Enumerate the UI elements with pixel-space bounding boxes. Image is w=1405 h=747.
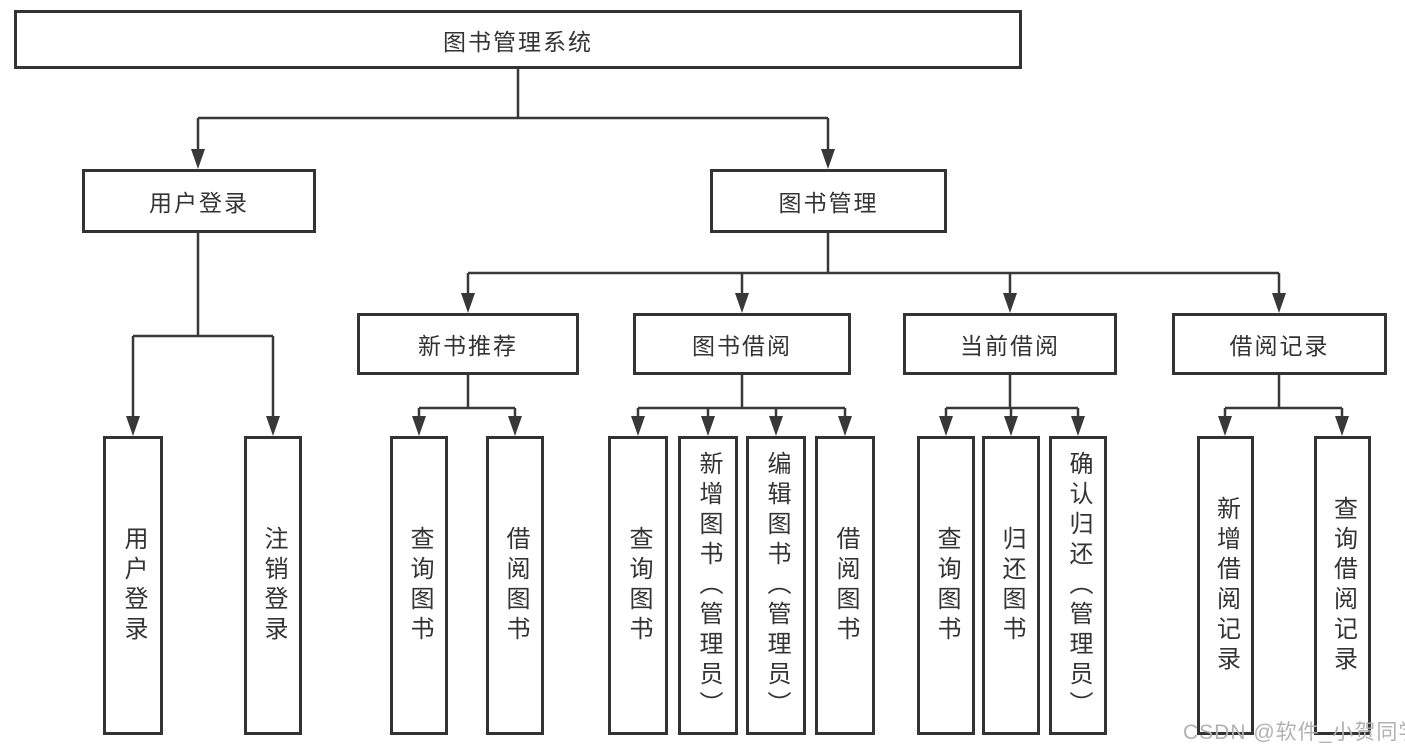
- node-label: 注销登录: [260, 525, 287, 646]
- node-label: 查询图书: [625, 525, 652, 646]
- node-label: 新增借阅记录: [1212, 495, 1240, 676]
- node-label: 查询图书: [406, 525, 433, 646]
- connector-root-to-level2: [191, 69, 835, 169]
- connector-book-borrow-to-leaves: [631, 375, 852, 436]
- leaf-confirm-return-admin: 确认归还（管理员）: [1049, 436, 1107, 735]
- leaf-user-login: 用户登录: [103, 436, 163, 735]
- node-label: 借阅图书: [832, 525, 859, 646]
- node-user-login: 用户登录: [82, 169, 316, 233]
- leaf-query-books-current: 查询图书: [917, 436, 975, 735]
- node-label: 查询图书: [933, 525, 960, 646]
- node-book-borrow: 图书借阅: [633, 313, 851, 375]
- leaf-query-borrow-record: 查询借阅记录: [1314, 436, 1371, 735]
- connector-new-book-recommend-to-leaves: [412, 375, 522, 436]
- node-new-book-recommend: 新书推荐: [357, 313, 579, 375]
- node-book-management: 图书管理: [710, 169, 947, 233]
- node-label: 确认归还（管理员）: [1065, 450, 1092, 721]
- leaf-query-books-recommend: 查询图书: [390, 436, 448, 735]
- node-label: 图书管理系统: [443, 28, 593, 55]
- leaf-borrow-books: 借阅图书: [815, 436, 875, 735]
- leaf-edit-book-admin: 编辑图书（管理员）: [746, 436, 806, 735]
- node-label: 归还图书: [998, 525, 1025, 646]
- node-label: 借阅记录: [1229, 333, 1330, 359]
- node-label: 当前借阅: [960, 333, 1060, 359]
- connector-current-borrow-to-leaves: [939, 375, 1085, 436]
- node-label: 用户登录: [120, 525, 147, 646]
- node-label: 用户登录: [149, 190, 249, 216]
- leaf-logout: 注销登录: [244, 436, 302, 735]
- node-label: 查询借阅记录: [1329, 495, 1357, 676]
- leaf-return-book: 归还图书: [982, 436, 1040, 735]
- node-label: 借阅图书: [502, 525, 529, 646]
- node-library-management-system: 图书管理系统: [14, 10, 1022, 69]
- leaf-query-books-borrow: 查询图书: [608, 436, 668, 735]
- leaf-add-borrow-record: 新增借阅记录: [1197, 436, 1254, 735]
- node-label: 图书管理: [778, 190, 879, 216]
- connector-book-management-to-level3: [461, 233, 1286, 313]
- node-label: 新增图书（管理员）: [695, 450, 722, 721]
- leaf-add-book-admin: 新增图书（管理员）: [678, 436, 738, 735]
- node-label: 新书推荐: [418, 333, 518, 359]
- connector-borrow-records-to-leaves: [1218, 375, 1349, 436]
- node-label: 图书借阅: [692, 333, 792, 359]
- leaf-borrow-books-recommend: 借阅图书: [486, 436, 544, 735]
- csdn-watermark: CSDN @软件_小贺同学: [1183, 721, 1405, 744]
- node-borrow-records: 借阅记录: [1172, 313, 1387, 375]
- node-label: 编辑图书（管理员）: [763, 450, 790, 721]
- node-current-borrow: 当前借阅: [903, 313, 1117, 375]
- connector-user-login-to-leaves: [126, 233, 280, 436]
